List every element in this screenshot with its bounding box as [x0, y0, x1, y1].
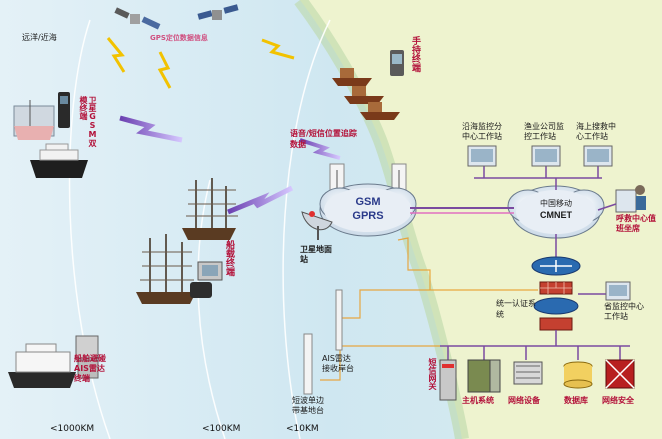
satellite-icon [114, 7, 161, 30]
lightning-icon [157, 51, 172, 89]
sat-gsm-terminal-label: 卫星GSM双模终端 [79, 96, 97, 147]
host-system-label: 主机系统 [462, 396, 494, 405]
sat-ground-station-label: 卫星地面站 [300, 245, 332, 264]
provincial-monitor-label: 省监控中心工作站 [604, 302, 644, 321]
switch-icon [533, 297, 579, 315]
provincial-workstation-icon [605, 281, 631, 301]
host-server-icon [467, 359, 501, 393]
cell-tower-icon-2 [391, 163, 407, 195]
lightning-icon [261, 38, 295, 60]
gsm-label: GSM [355, 196, 381, 208]
fishing-boat-icon [13, 100, 55, 140]
ais-radar-station-label: AIS雷达接收岸台 [322, 354, 354, 373]
handheld-terminal-label: 手持终端 [410, 36, 420, 72]
shipborne-device-icon [190, 261, 223, 298]
network-device-label: 网络设备 [508, 396, 540, 405]
gps-info-label: GPS定位数据信息 [150, 34, 208, 42]
radio-link-icon [119, 115, 183, 143]
workstation-icon-2 [531, 145, 561, 167]
network-security-icon [605, 359, 635, 389]
workstation-icon [467, 145, 497, 167]
handheld-device-icon [390, 50, 404, 76]
call-center-icon [615, 185, 646, 213]
range-arc-100km [197, 179, 226, 439]
cmnet-label: CMNET [540, 210, 572, 220]
link-shortwave-bus [320, 345, 440, 381]
range-arc-1000km [68, 19, 111, 439]
database-label: 数据库 [564, 396, 588, 405]
sailing-ship-icon-2 [136, 234, 196, 304]
fishery-company-label: 渔业公司监控工作站 [524, 122, 564, 141]
radio-link-icon [299, 138, 341, 160]
voice-sms-track-label: 语音/短信位置追踪数据 [290, 129, 357, 149]
call-center-label: 呼救中心值班坐席 [616, 214, 656, 233]
sms-gateway-icon [439, 359, 457, 401]
gsm-gprs-cloud [319, 183, 417, 237]
workstation-icon-3 [583, 145, 613, 167]
shipborne-terminal-label: 船载终端 [224, 240, 234, 276]
link-gprs-auth [397, 237, 431, 290]
database-icon [563, 361, 593, 389]
coastal-monitor-label: 沿海监控分中心工作站 [462, 122, 502, 141]
network-security-label: 网络安全 [602, 396, 634, 405]
small-boats-icon [332, 68, 400, 120]
router-icon [531, 256, 581, 276]
distance-1000km-label: <1000KM [50, 424, 95, 434]
link-ais-auth [340, 289, 538, 319]
passenger-ship-icon [8, 343, 76, 388]
lightning-icon [106, 37, 126, 73]
gprs-label: GPRS [352, 210, 384, 222]
firewall-icon-2 [539, 317, 573, 331]
shortwave-station-label: 短波单边带基地台 [292, 396, 324, 415]
firewall-icon [539, 281, 573, 295]
ais-radar-device-icon [75, 335, 99, 379]
ais-radar-terminal-label: 船舶避碰AIS雷达终端 [74, 354, 106, 383]
distance-10km-label: <10KM [286, 424, 319, 434]
cruise-ship-icon [30, 143, 88, 178]
range-arc-10km [282, 19, 331, 439]
unified-auth-label: 统一认证系统 [496, 299, 536, 319]
sms-gateway-label: 短信网关 [428, 358, 437, 390]
sat-phone-icon [58, 92, 70, 128]
satellite-dish-icon [301, 211, 333, 240]
far-sea-label: 远洋/近海 [22, 33, 57, 42]
shortwave-tower-icon [303, 333, 313, 395]
ais-radar-tower-icon [335, 289, 343, 351]
distance-100km-label: <100KM [202, 424, 241, 434]
china-mobile-label: 中国移动 [540, 199, 572, 208]
network-device-icon [513, 361, 543, 385]
sailing-ship-icon [182, 178, 238, 240]
cmnet-cloud [507, 185, 605, 239]
satellite-icon-2 [197, 4, 239, 20]
radio-link-icon [227, 185, 294, 215]
sea-rescue-label: 海上搜救中心工作站 [576, 122, 616, 141]
